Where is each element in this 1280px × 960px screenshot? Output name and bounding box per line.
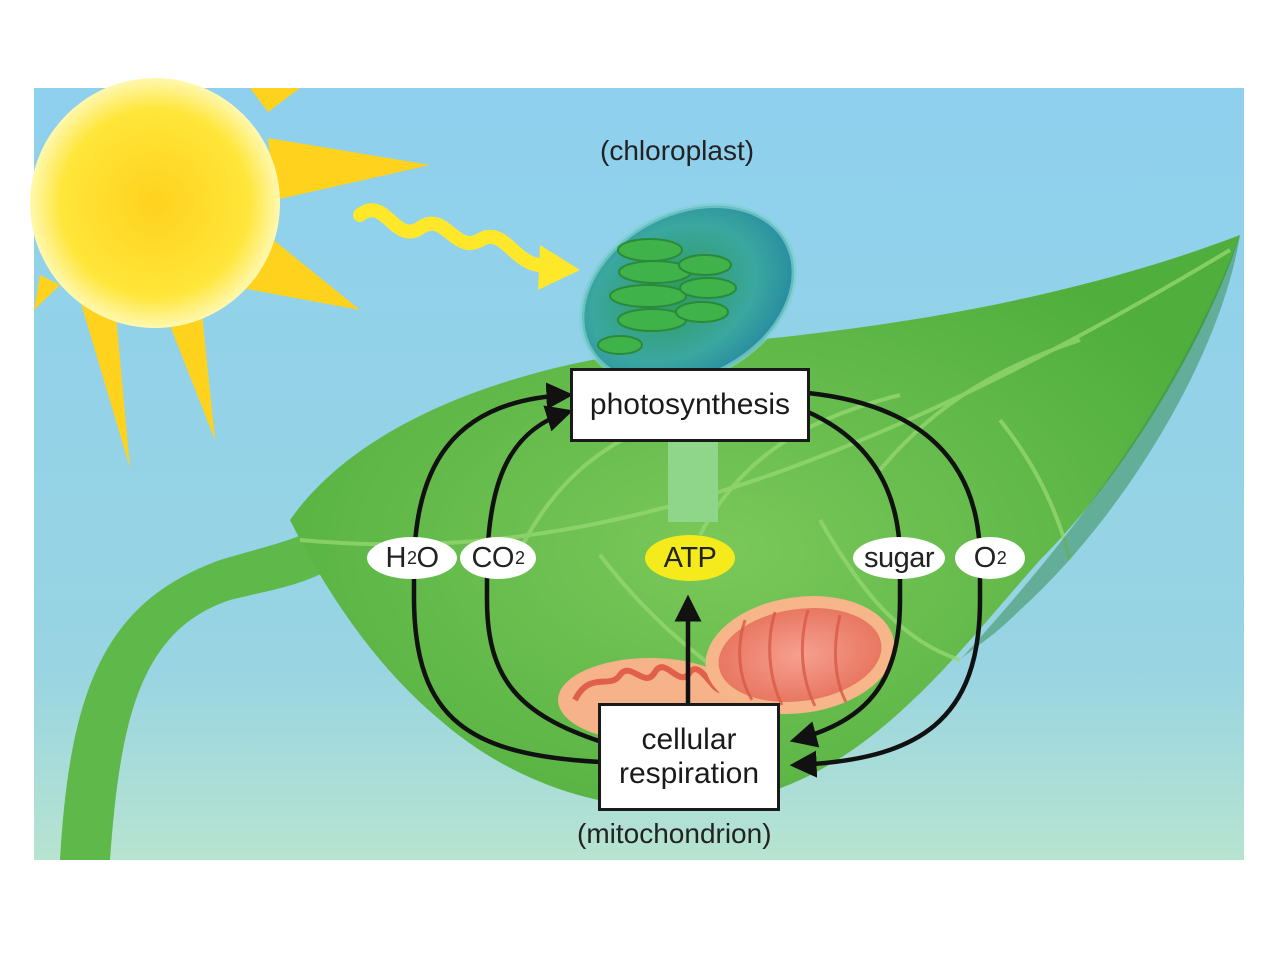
cellular-respiration-label-line1: cellular	[641, 723, 737, 756]
atp-label: ATP	[663, 541, 717, 574]
water-label-o: O	[416, 541, 439, 574]
oxygen-label: O	[973, 541, 997, 574]
sun-icon	[30, 78, 280, 328]
chloroplast-illustration	[579, 203, 797, 387]
water-label-h: H	[385, 541, 406, 574]
atp-pill: ATP	[645, 535, 735, 581]
cycle-arrows	[411, 382, 983, 778]
arrow-co2	[484, 405, 603, 745]
carbon-dioxide-label: CO	[471, 541, 514, 574]
water-label-sub: 2	[406, 547, 417, 568]
photosynthesis-box: photosynthesis	[570, 368, 810, 442]
sunlight-arrowhead	[538, 245, 580, 290]
mitochondrion-label: (mitochondrion)	[577, 818, 772, 849]
arrow-sugar	[789, 409, 903, 748]
cellular-respiration-label-line2: respiration	[618, 757, 760, 790]
photosynthesis-label: photosynthesis	[589, 388, 791, 421]
leaf	[290, 235, 1240, 808]
sunlight-wave	[353, 203, 552, 273]
arrow-o2	[789, 390, 983, 778]
cellular-respiration-box: cellular respiration	[598, 703, 780, 811]
sugar-pill: sugar	[853, 537, 945, 579]
arrow-h2o	[411, 382, 601, 765]
oxygen-label-sub: 2	[996, 547, 1007, 568]
energy-bar	[668, 440, 718, 522]
carbon-dioxide-label-sub: 2	[514, 547, 525, 568]
chloroplast-label: (chloroplast)	[600, 135, 755, 166]
sugar-label: sugar	[863, 541, 935, 574]
